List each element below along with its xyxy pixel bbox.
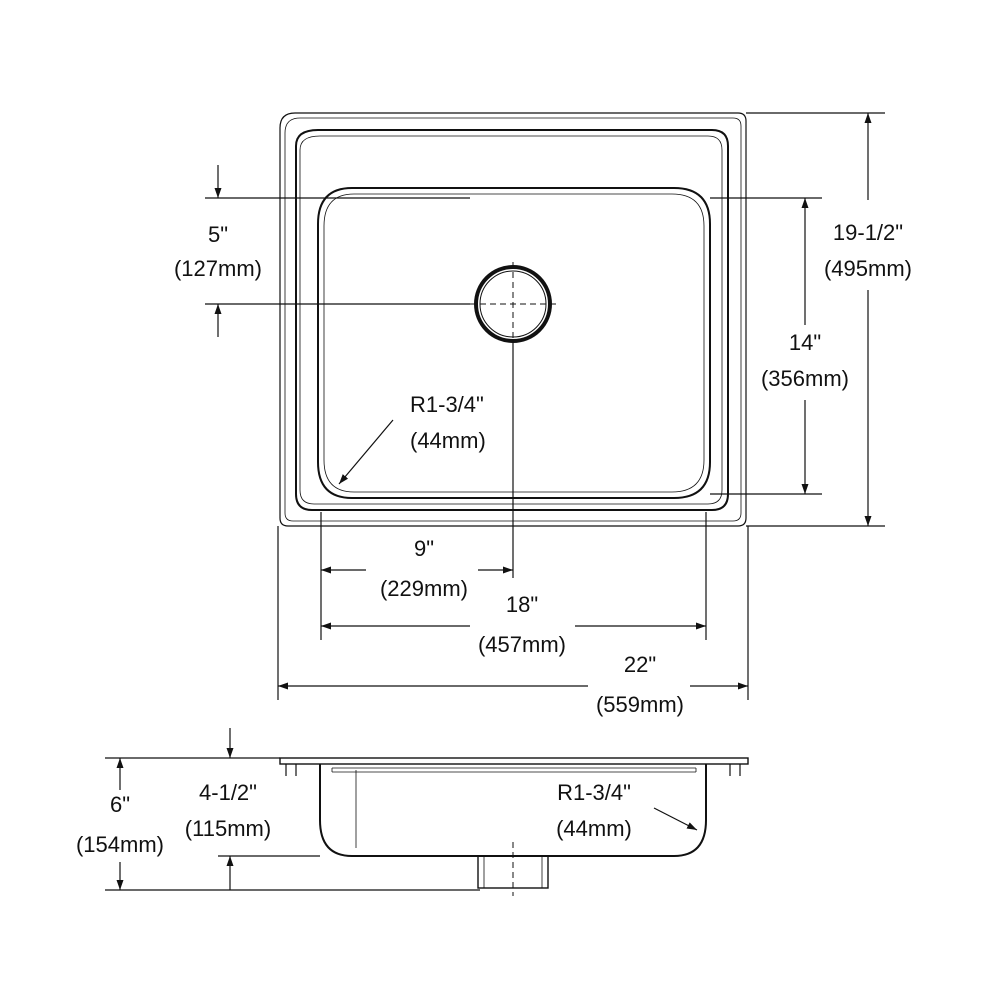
dim-corner-radius-top: R1-3/4" (44mm) — [338, 392, 486, 485]
dim-total-height-metric: (154mm) — [76, 832, 164, 857]
dim-total-height-imperial: 6" — [110, 792, 130, 817]
dim-total-height: 6" (154mm) — [76, 758, 164, 890]
bowl-top-edge-inner — [299, 135, 723, 505]
sink-outer-rim — [279, 112, 747, 527]
dim-bowl-width-metric: (457mm) — [478, 632, 566, 657]
dim-corner-radius-top-imperial: R1-3/4" — [410, 392, 484, 417]
dim-overall-depth-metric: (495mm) — [824, 256, 912, 281]
top-view — [279, 112, 747, 527]
dim-bowl-height: 4-1/2" (115mm) — [185, 728, 271, 890]
dim-bowl-height-metric: (115mm) — [185, 816, 271, 841]
dim-overall-width-imperial: 22" — [624, 652, 656, 677]
dim-corner-radius-top-metric: (44mm) — [410, 428, 486, 453]
dim-corner-radius-side-imperial: R1-3/4" — [557, 780, 631, 805]
dim-drain-offset-metric: (127mm) — [174, 256, 262, 281]
sink-rim-inner-edge — [284, 117, 742, 522]
bowl-floor-inner-edge — [323, 193, 705, 493]
dim-drain-center-width: 9" (229mm) — [321, 536, 513, 601]
bowl-floor-edge — [317, 187, 711, 499]
dim-bowl-width: 18" (457mm) — [321, 592, 706, 657]
dim-overall-width: 22" (559mm) — [278, 652, 748, 717]
dim-bowl-height-imperial: 4-1/2" — [199, 780, 257, 805]
side-deck — [279, 757, 749, 765]
dim-overall-depth: 19-1/2" (495mm) — [746, 112, 912, 527]
dim-drain-center-width-imperial: 9" — [414, 536, 434, 561]
dim-drain-offset: 5" (127mm) — [174, 165, 470, 337]
dim-corner-radius-side-metric: (44mm) — [556, 816, 632, 841]
dim-overall-depth-imperial: 19-1/2" — [833, 220, 903, 245]
dim-overall-width-metric: (559mm) — [596, 692, 684, 717]
dim-corner-radius-side: R1-3/4" (44mm) — [556, 780, 698, 841]
dim-drain-center-width-metric: (229mm) — [380, 576, 468, 601]
dim-bowl-depth-metric: (356mm) — [761, 366, 849, 391]
dim-bowl-depth-imperial: 14" — [789, 330, 821, 355]
dim-bowl-width-imperial: 18" — [506, 592, 538, 617]
dim-bowl-depth: 14" (356mm) — [710, 197, 849, 495]
dim-drain-offset-imperial: 5" — [208, 222, 228, 247]
side-view — [279, 757, 749, 896]
bowl-top-edge — [295, 129, 729, 511]
